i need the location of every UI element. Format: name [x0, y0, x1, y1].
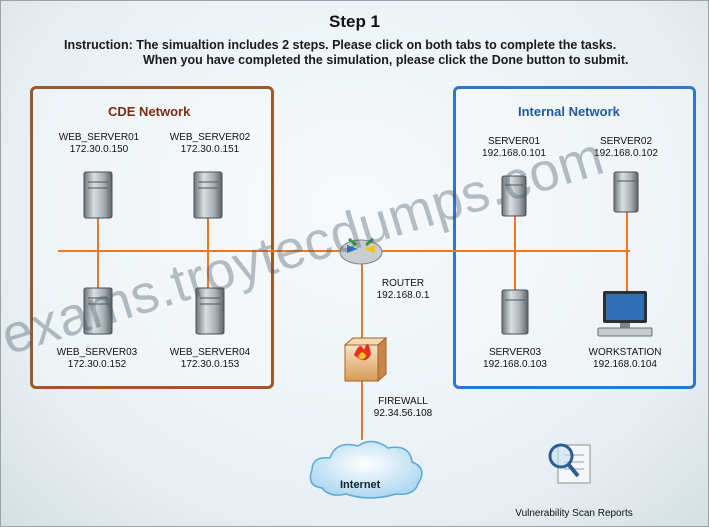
cde-network-zone	[30, 86, 274, 389]
step-title: Step 1	[328, 12, 381, 31]
server-icon[interactable]	[195, 287, 225, 335]
server-icon[interactable]	[83, 287, 113, 335]
router-icon[interactable]	[339, 237, 383, 265]
internet-label: Internet	[340, 479, 381, 491]
server-icon[interactable]	[501, 289, 529, 335]
internal-network-zone	[453, 86, 696, 389]
server-icon[interactable]	[501, 175, 527, 217]
internal-network-title: Internal Network	[518, 104, 620, 119]
cde-network-title: CDE Network	[108, 104, 191, 119]
instruction-line-1: Instruction: The simualtion includes 2 s…	[64, 38, 617, 52]
firewall-icon[interactable]	[343, 336, 388, 383]
workstation-icon[interactable]	[597, 291, 653, 337]
vulnerability-scan-reports-label[interactable]: Vulnerability Scan Reports	[515, 508, 633, 519]
instruction-line-2: When you have completed the simulation, …	[143, 53, 629, 67]
server-icon[interactable]	[83, 171, 113, 219]
vulnerability-report-icon[interactable]	[548, 443, 591, 484]
internet-cloud-icon[interactable]	[309, 440, 423, 499]
server-icon[interactable]	[193, 171, 223, 219]
server-icon[interactable]	[613, 171, 639, 213]
